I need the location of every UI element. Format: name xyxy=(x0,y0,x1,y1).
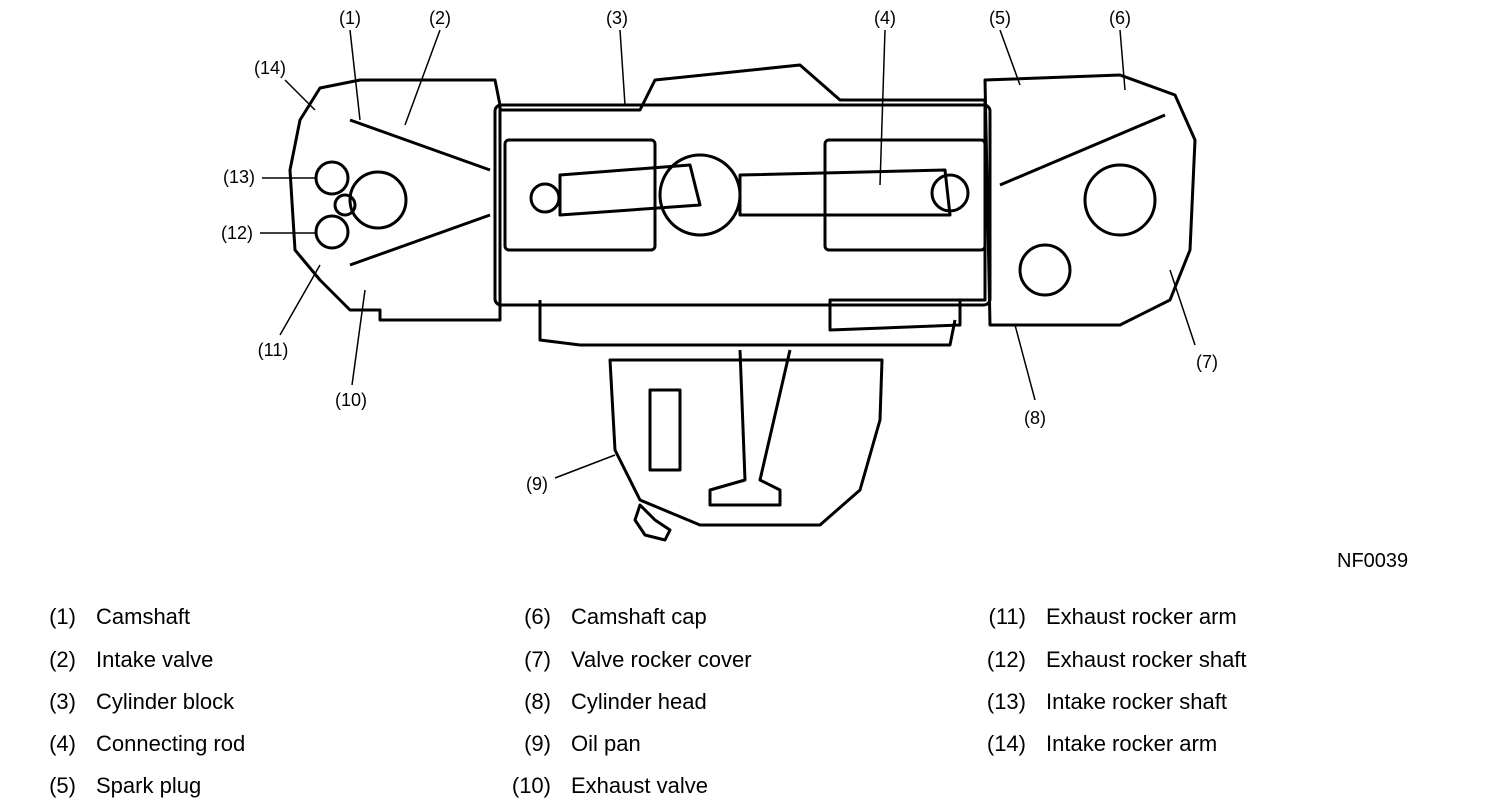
left-connecting-rod xyxy=(558,163,702,217)
legend-number: (9) xyxy=(524,731,551,756)
left-camshaft xyxy=(348,170,408,230)
callout-4: (4) xyxy=(874,8,896,28)
legend-label: Exhaust valve xyxy=(571,773,708,798)
leader-3 xyxy=(619,29,626,106)
callout-14: (14) xyxy=(253,58,287,78)
left-piston-pin xyxy=(529,182,561,214)
legend-number: (1) xyxy=(49,604,76,629)
oil-pickup-tube xyxy=(648,388,682,472)
leader-9 xyxy=(554,454,616,479)
left-small-circle xyxy=(333,193,357,217)
legend-label: Exhaust rocker shaft xyxy=(1046,647,1247,672)
engine-cross-section-diagram: (1) (2) (3) (4) (5) (6) (7) (8) (9) (10)… xyxy=(220,8,1409,572)
legend-label: Intake valve xyxy=(96,647,214,672)
callout-5: (5) xyxy=(989,8,1011,28)
left-cylinder-head xyxy=(288,78,502,322)
leader-6 xyxy=(1119,29,1126,91)
legend-number: (7) xyxy=(524,647,551,672)
legend-label: Spark plug xyxy=(96,773,202,798)
legend-number: (2) xyxy=(49,647,76,672)
legend-label: Valve rocker cover xyxy=(571,647,752,672)
left-exhaust-valve xyxy=(349,213,491,267)
callout-13: (13) xyxy=(222,167,256,187)
leader-2 xyxy=(404,29,441,126)
callout-3: (3) xyxy=(606,8,628,28)
crankshaft-journal xyxy=(658,153,742,237)
legend-number: (11) xyxy=(988,604,1027,629)
parts-legend: (1) Camshaft (2) Intake valve (3) Cylinder … xyxy=(0,600,1504,804)
leader-7 xyxy=(1169,269,1196,346)
legend-number: (8) xyxy=(524,689,551,714)
legend-number: (10) xyxy=(511,773,551,798)
exhaust-rocker-shaft xyxy=(314,214,350,250)
right-piston xyxy=(823,138,987,252)
right-camshaft xyxy=(1083,163,1157,237)
intake-rocker-shaft xyxy=(314,160,350,196)
leader-4 xyxy=(879,29,886,186)
callout-1: (1) xyxy=(339,8,361,28)
callout-2: (2) xyxy=(429,8,451,28)
figure-id: NF0039 xyxy=(1337,550,1409,572)
legend-label: Cylinder head xyxy=(571,689,707,714)
leader-5 xyxy=(999,29,1021,86)
left-piston xyxy=(503,138,657,252)
legend-label: Oil pan xyxy=(571,731,641,756)
right-connecting-rod xyxy=(738,168,952,217)
cylinder-block xyxy=(493,103,992,307)
legend-label: Connecting rod xyxy=(96,731,246,756)
legend-label: Exhaust rocker arm xyxy=(1046,604,1237,629)
legend-number: (5) xyxy=(49,773,76,798)
legend-number: (4) xyxy=(49,731,76,756)
callout-12: (12) xyxy=(220,223,254,243)
leader-1 xyxy=(349,29,361,121)
legend-number: (3) xyxy=(49,689,76,714)
drain-plug xyxy=(633,503,672,542)
leader-11 xyxy=(279,264,321,336)
legend-label: Intake rocker shaft xyxy=(1046,689,1227,714)
callout-8: (8) xyxy=(1024,408,1046,428)
callout-7: (7) xyxy=(1196,352,1218,372)
leader-10 xyxy=(351,289,366,386)
callout-6: (6) xyxy=(1109,8,1131,28)
oil-strainer xyxy=(708,349,792,507)
leader-8 xyxy=(1014,324,1036,401)
legend-number: (13) xyxy=(986,689,1026,714)
legend-label: Cylinder block xyxy=(96,689,235,714)
right-intake-valve xyxy=(999,113,1166,187)
left-intake-valve xyxy=(349,118,491,172)
right-piston-pin xyxy=(930,173,970,213)
legend-label: Camshaft cap xyxy=(571,604,707,629)
callout-9: (9) xyxy=(526,474,548,494)
right-lower-circle xyxy=(1018,243,1072,297)
right-cylinder-head xyxy=(983,73,1197,327)
callout-10: (10) xyxy=(334,390,368,410)
legend-label: Intake rocker arm xyxy=(1046,731,1218,756)
legend-number: (6) xyxy=(524,604,551,629)
oil-pan xyxy=(608,358,884,527)
legend-label: Camshaft xyxy=(96,604,191,629)
oil-pan-flange xyxy=(538,300,957,347)
legend-number: (14) xyxy=(986,731,1026,756)
legend-number: (12) xyxy=(986,647,1026,672)
callout-11: (11) xyxy=(257,340,289,360)
engine-drawing xyxy=(260,29,1197,542)
leader-14 xyxy=(284,79,316,111)
